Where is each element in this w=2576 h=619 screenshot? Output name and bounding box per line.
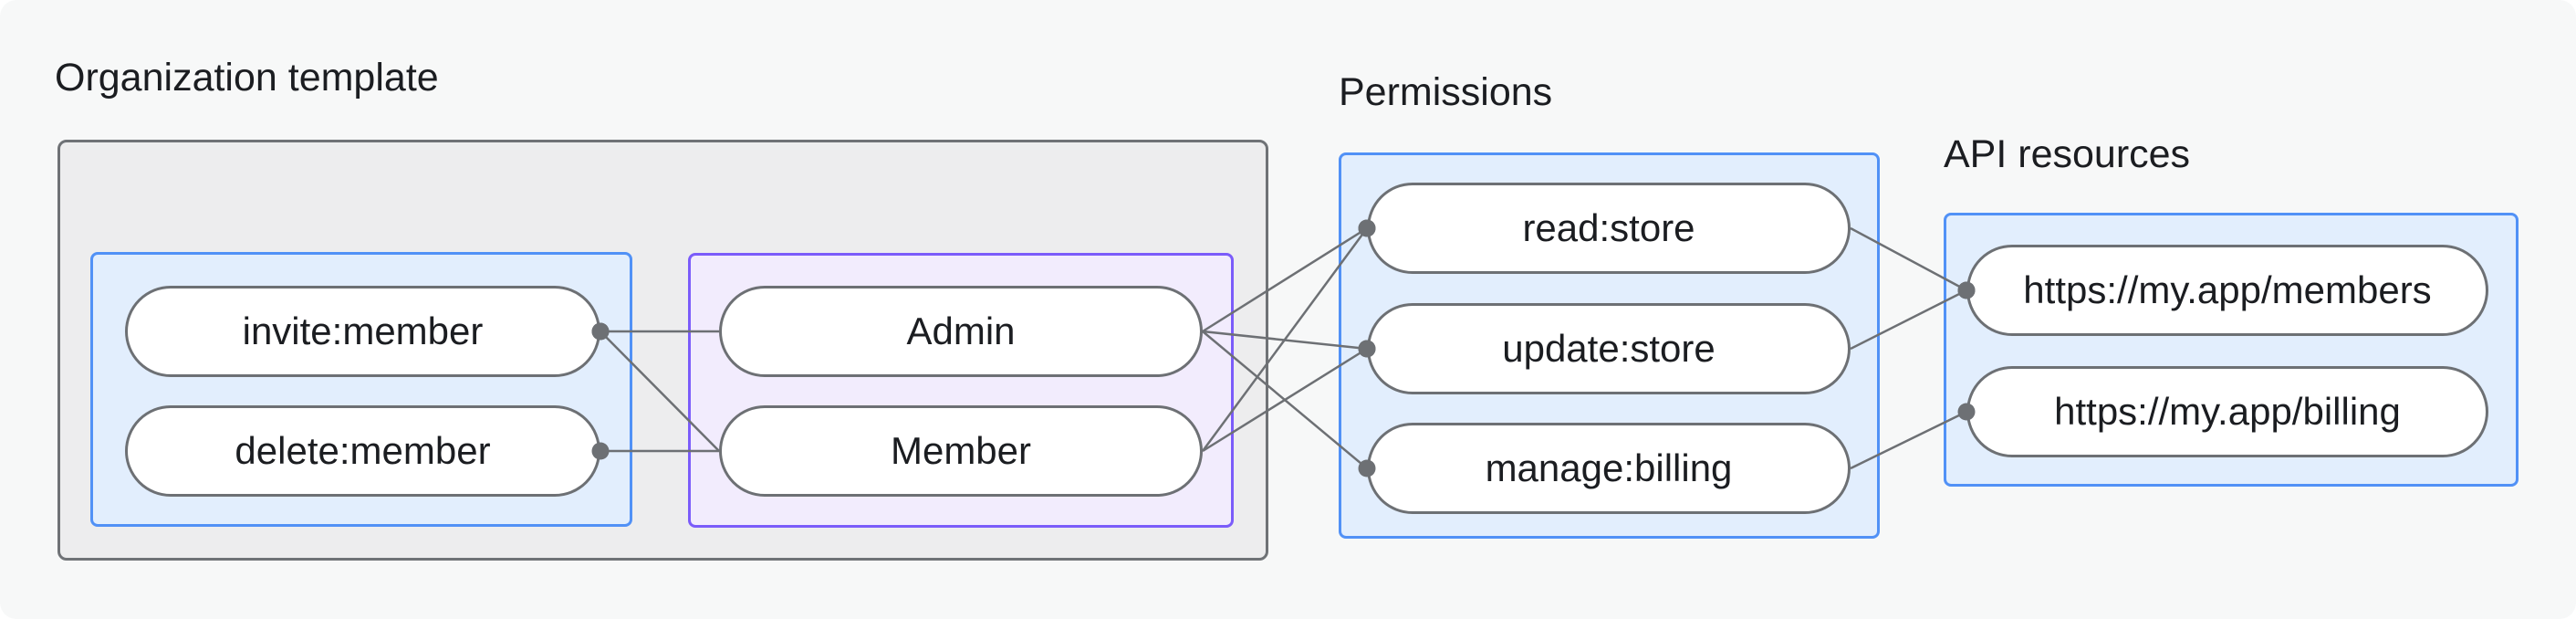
node-update-store: update:store xyxy=(1367,303,1851,394)
node-update-store-label: update:store xyxy=(1502,327,1716,370)
node-manage-billing-label: manage:billing xyxy=(1485,446,1733,489)
node-member-label: Member xyxy=(890,429,1032,472)
node-read-store: read:store xyxy=(1367,183,1851,274)
organization-template-label: Organization template xyxy=(55,56,439,100)
node-read-store-label: read:store xyxy=(1522,206,1695,249)
node-members-url: https://my.app/members xyxy=(1966,245,2488,336)
api-resources-label: API resources xyxy=(1944,132,2191,176)
node-member: Member xyxy=(719,405,1203,497)
node-billing-url-label: https://my.app/billing xyxy=(2054,390,2401,433)
node-invite-member-label: invite:member xyxy=(242,310,484,352)
node-invite-member: invite:member xyxy=(125,286,600,377)
node-admin: Admin xyxy=(719,286,1203,377)
node-delete-member: delete:member xyxy=(125,405,600,497)
node-delete-member-label: delete:member xyxy=(235,429,491,472)
permissions-label: Permissions xyxy=(1339,70,1553,114)
node-manage-billing: manage:billing xyxy=(1367,423,1851,514)
node-billing-url: https://my.app/billing xyxy=(1966,366,2488,457)
node-admin-label: Admin xyxy=(906,310,1016,352)
node-members-url-label: https://my.app/members xyxy=(2023,268,2432,311)
